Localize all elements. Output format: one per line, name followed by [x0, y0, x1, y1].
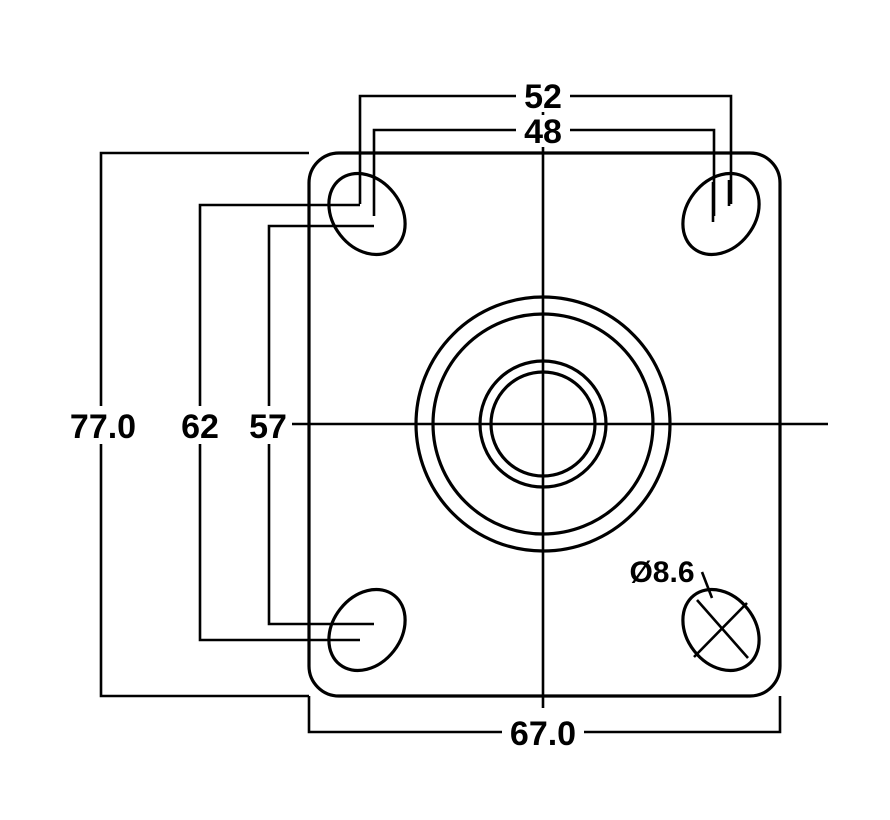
slot-hole-top-left [327, 171, 407, 257]
slot-hole-top-right [681, 171, 761, 257]
label-52: 52 [524, 78, 562, 116]
label-57: 57 [249, 408, 287, 446]
slot-hole-bottom-left [327, 587, 407, 673]
inner-ring-outer [478, 359, 608, 489]
label-mask-67 [502, 716, 584, 750]
label-48: 48 [524, 113, 562, 151]
inner-ring-inner [489, 370, 597, 478]
slot-hole-bottom-right [681, 587, 761, 673]
label-mask-77 [60, 406, 146, 444]
label-mask-52 [516, 80, 570, 112]
label-62: 62 [181, 408, 219, 446]
second-ring [431, 312, 655, 536]
label-diameter: Ø8.6 [629, 556, 694, 589]
label-mask-62 [176, 406, 224, 444]
label-mask-57 [244, 406, 292, 444]
label-mask-48 [516, 115, 570, 147]
outer-ring [414, 295, 672, 553]
label-77: 77.0 [70, 408, 136, 446]
label-67: 67.0 [510, 715, 576, 753]
leader-line-diameter [700, 571, 714, 599]
hole-cross-2 [693, 602, 748, 658]
